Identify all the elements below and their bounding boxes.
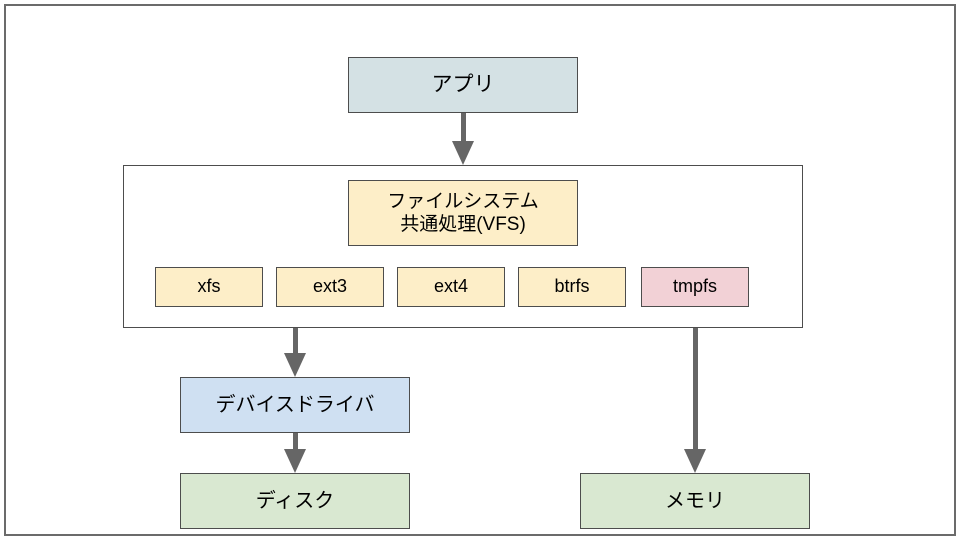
node-filesystem-btrfs: btrfs — [518, 267, 626, 307]
arrow-head — [452, 141, 474, 165]
arrow-head — [684, 449, 706, 473]
arrow-head — [284, 353, 306, 377]
arrow-shaft — [692, 328, 698, 449]
arrow-shaft — [460, 113, 466, 141]
node-filesystem-tmpfs: tmpfs — [641, 267, 749, 307]
arrow-head — [284, 449, 306, 473]
arrow-driver-to-disk — [284, 433, 306, 473]
arrow-shaft — [292, 433, 298, 449]
node-disk: ディスク — [180, 473, 410, 529]
arrow-shaft — [292, 328, 298, 353]
arrow-kernel-to-memory — [684, 328, 706, 473]
node-device-driver: デバイスドライバ — [180, 377, 410, 433]
node-filesystem-xfs: xfs — [155, 267, 263, 307]
node-vfs: ファイルシステム 共通処理(VFS) — [348, 180, 578, 246]
node-memory: メモリ — [580, 473, 810, 529]
node-filesystem-ext3: ext3 — [276, 267, 384, 307]
arrow-kernel-to-driver — [284, 328, 306, 377]
node-app: アプリ — [348, 57, 578, 113]
arrow-app-to-kernel — [452, 113, 474, 165]
node-filesystem-ext4: ext4 — [397, 267, 505, 307]
